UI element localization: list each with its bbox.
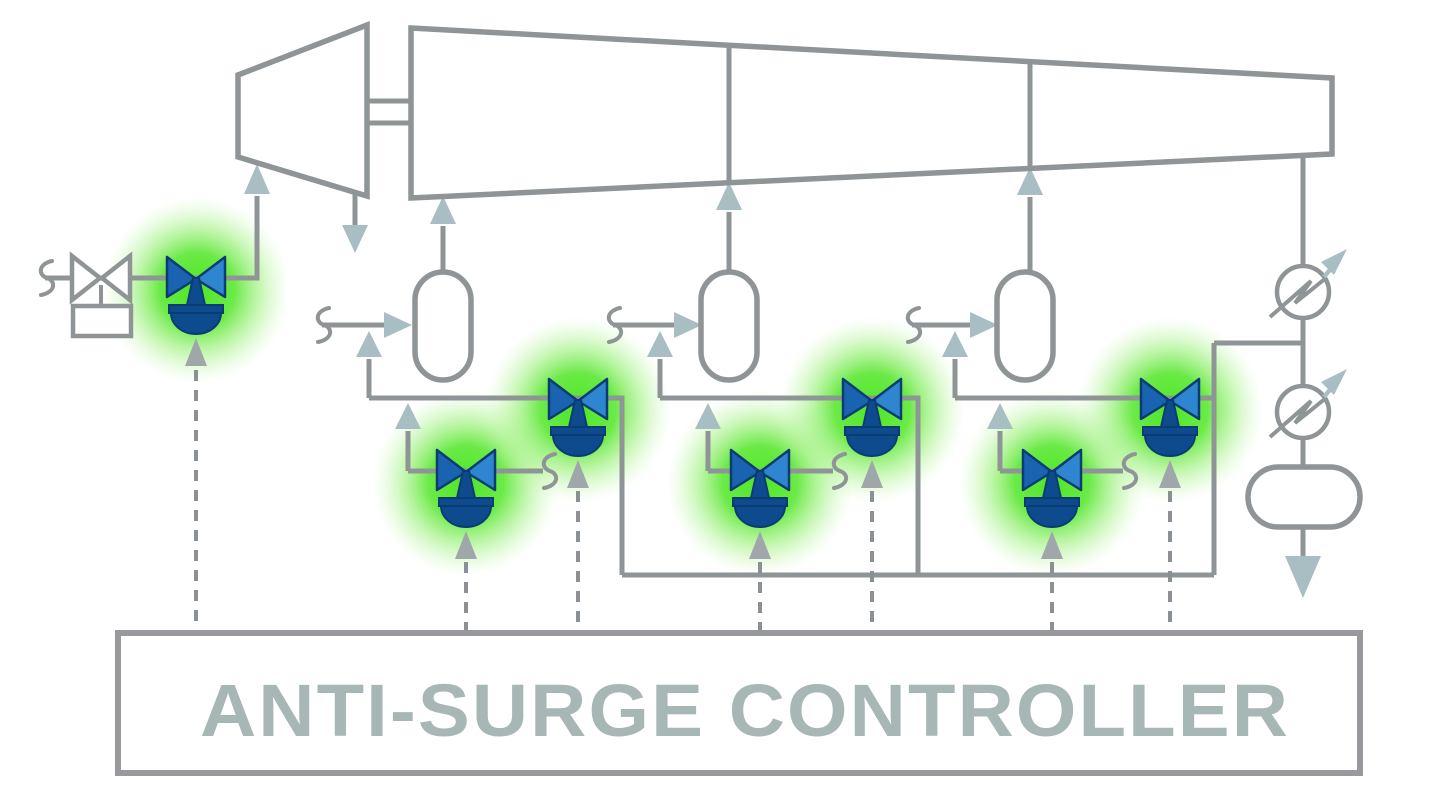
right-arrow-icon	[970, 312, 998, 338]
suction-drum-2	[698, 269, 760, 383]
compressor-casing	[408, 25, 1335, 201]
process-piping	[38, 156, 1321, 598]
valves	[69, 251, 1201, 529]
pipe-break-icon	[541, 452, 559, 490]
control-arrow-icon	[455, 531, 477, 559]
up-arrow-icon	[395, 403, 421, 429]
pipe-break-icon	[606, 306, 624, 344]
suction-drum-3	[994, 269, 1056, 383]
stage2-recycle-header	[660, 395, 921, 575]
down-arrow-icon	[1285, 556, 1321, 598]
manual-valve-icon	[69, 251, 133, 305]
controller-label: ANTI-SURGE CONTROLLER	[200, 669, 1290, 752]
stage1-recycle-header	[369, 395, 625, 575]
right-arrow-icon	[384, 312, 412, 338]
up-arrow-icon	[942, 331, 968, 357]
turbine-inlet-manual-valve[interactable]	[69, 251, 134, 339]
cooler-2	[1268, 369, 1347, 441]
pipe-break-icon	[831, 452, 849, 490]
diagonal-arrow-icon	[1321, 249, 1347, 275]
control-arrow-icon	[185, 338, 207, 366]
controller-box	[115, 630, 1363, 776]
pipe-break-icon	[905, 306, 923, 344]
suction-drum-1	[412, 269, 474, 383]
cooler-1	[1268, 249, 1347, 321]
up-arrow-icon	[647, 331, 673, 357]
up-arrow-icon	[716, 182, 742, 210]
up-arrow-icon	[244, 164, 270, 194]
right-arrow-icon	[674, 312, 702, 338]
control-arrow-icon	[1041, 531, 1063, 559]
stage3-recycle-header	[955, 340, 1303, 575]
pipe-break-icon	[38, 259, 56, 297]
turbine-driver	[235, 20, 370, 200]
up-arrow-icon	[356, 331, 382, 357]
up-arrow-icon	[695, 403, 721, 429]
control-signals	[185, 338, 1181, 633]
control-arrow-icon	[1159, 460, 1181, 488]
control-arrow-icon	[567, 460, 589, 488]
discharge-drum	[1245, 464, 1363, 530]
pipe-break-icon	[1121, 452, 1139, 490]
valve-actuator-box	[70, 303, 134, 339]
control-arrow-icon	[861, 460, 883, 488]
equipment	[235, 20, 1363, 530]
up-arrow-icon	[1017, 167, 1043, 195]
down-arrow-icon	[342, 225, 368, 253]
shaft-coupling	[367, 98, 411, 126]
active-valve-glow-layer	[104, 197, 1263, 576]
up-arrow-icon	[430, 196, 456, 224]
control-arrow-icon	[749, 531, 771, 559]
anti-surge-controller[interactable]: ANTI-SURGE CONTROLLER	[115, 630, 1363, 776]
cooler-zigzag-icon	[1268, 276, 1328, 319]
diagonal-arrow-icon	[1321, 369, 1347, 395]
up-arrow-icon	[987, 403, 1013, 429]
pipe-break-icon	[315, 306, 333, 344]
cooler-zigzag-icon	[1268, 396, 1328, 439]
